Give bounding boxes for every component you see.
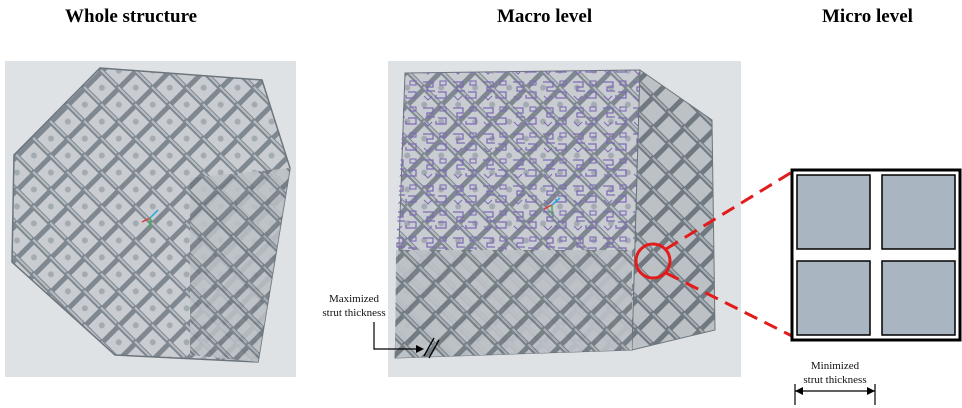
axis-triad-icon — [543, 197, 561, 215]
maximized-line-2: strut thickness — [322, 307, 386, 319]
macro-lattice-right-face — [631, 69, 716, 351]
whole-lattice-right-face — [190, 168, 290, 362]
maximized-strut-indicator — [373, 322, 440, 359]
micro-cell — [796, 260, 871, 336]
minimized-line-1: Minimized — [810, 360, 860, 372]
macro-level-heading: Macro level — [497, 6, 593, 27]
macro-lattice-bottom-face — [395, 250, 632, 358]
whole-structure-panel — [5, 61, 296, 377]
micro-cell — [796, 174, 871, 250]
micro-cell — [881, 260, 956, 336]
micro-cell — [881, 174, 956, 250]
axis-triad-icon — [141, 209, 159, 228]
minimized-strut-label: Minimized strut thickness — [792, 359, 878, 387]
highlight-circle — [634, 242, 672, 280]
minimized-strut-dimension — [794, 384, 876, 405]
maximized-strut-label: Maximized strut thickness — [314, 292, 394, 320]
micro-level-heading: Micro level — [822, 6, 913, 27]
minimized-line-2: strut thickness — [803, 374, 867, 386]
maximized-line-1: Maximized — [328, 293, 380, 305]
zoom-callout — [634, 170, 793, 338]
callout-line-top — [665, 170, 793, 251]
micro-level-cross-section — [790, 168, 962, 342]
macro-level-panel — [388, 61, 741, 377]
macro-lattice-top-overlay — [396, 70, 640, 250]
callout-line-bottom — [665, 271, 793, 338]
whole-structure-heading: Whole structure — [65, 6, 198, 27]
